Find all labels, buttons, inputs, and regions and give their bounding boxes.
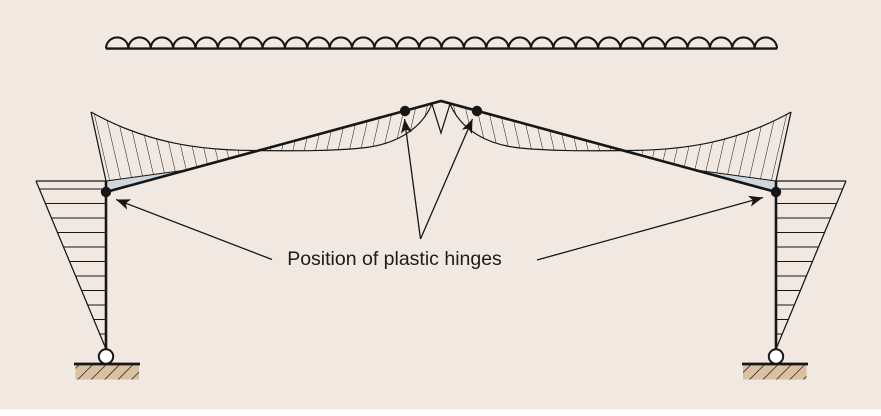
eaves-haunches bbox=[105, 169, 777, 193]
leader-arrow-left-apex bbox=[400, 118, 422, 240]
left-sail-fill bbox=[91, 112, 252, 192]
left-sail-edge bbox=[90, 111, 107, 182]
leader-arrow-right-eaves bbox=[536, 195, 764, 261]
left-column-moment-outline bbox=[35, 180, 107, 350]
moment-diagram-rafters bbox=[90, 102, 792, 192]
hinge-dot-left-apex bbox=[399, 105, 411, 117]
right-sail-edge bbox=[775, 111, 792, 182]
leader-arrow-right-apex bbox=[419, 118, 474, 240]
left-ground-hatch bbox=[75, 365, 139, 380]
rafters bbox=[105, 99, 777, 194]
leader-arrow-left-eaves bbox=[115, 198, 273, 261]
supports bbox=[74, 348, 808, 380]
bottom-margin bbox=[0, 409, 881, 416]
frame-members bbox=[104, 99, 778, 350]
hinge-dot-left-eaves bbox=[100, 186, 112, 198]
plastic-hinge-dots bbox=[100, 105, 782, 198]
moment-curve bbox=[90, 102, 792, 152]
annotation: Position of plastic hinges bbox=[115, 118, 764, 270]
right-sail-fill bbox=[630, 112, 791, 192]
plastic-hinges-label: Position of plastic hinges bbox=[287, 248, 502, 270]
left-pin-support bbox=[97, 348, 115, 365]
right-ground-hatch bbox=[743, 365, 807, 380]
moment-diagram-columns bbox=[35, 180, 847, 350]
distributed-load bbox=[104, 36, 779, 50]
hinge-dot-right-apex bbox=[471, 105, 483, 117]
right-column-moment-outline bbox=[775, 180, 847, 350]
hinge-dot-right-eaves bbox=[770, 186, 782, 198]
right-pin-support bbox=[767, 348, 785, 365]
load-scallops bbox=[104, 36, 779, 49]
